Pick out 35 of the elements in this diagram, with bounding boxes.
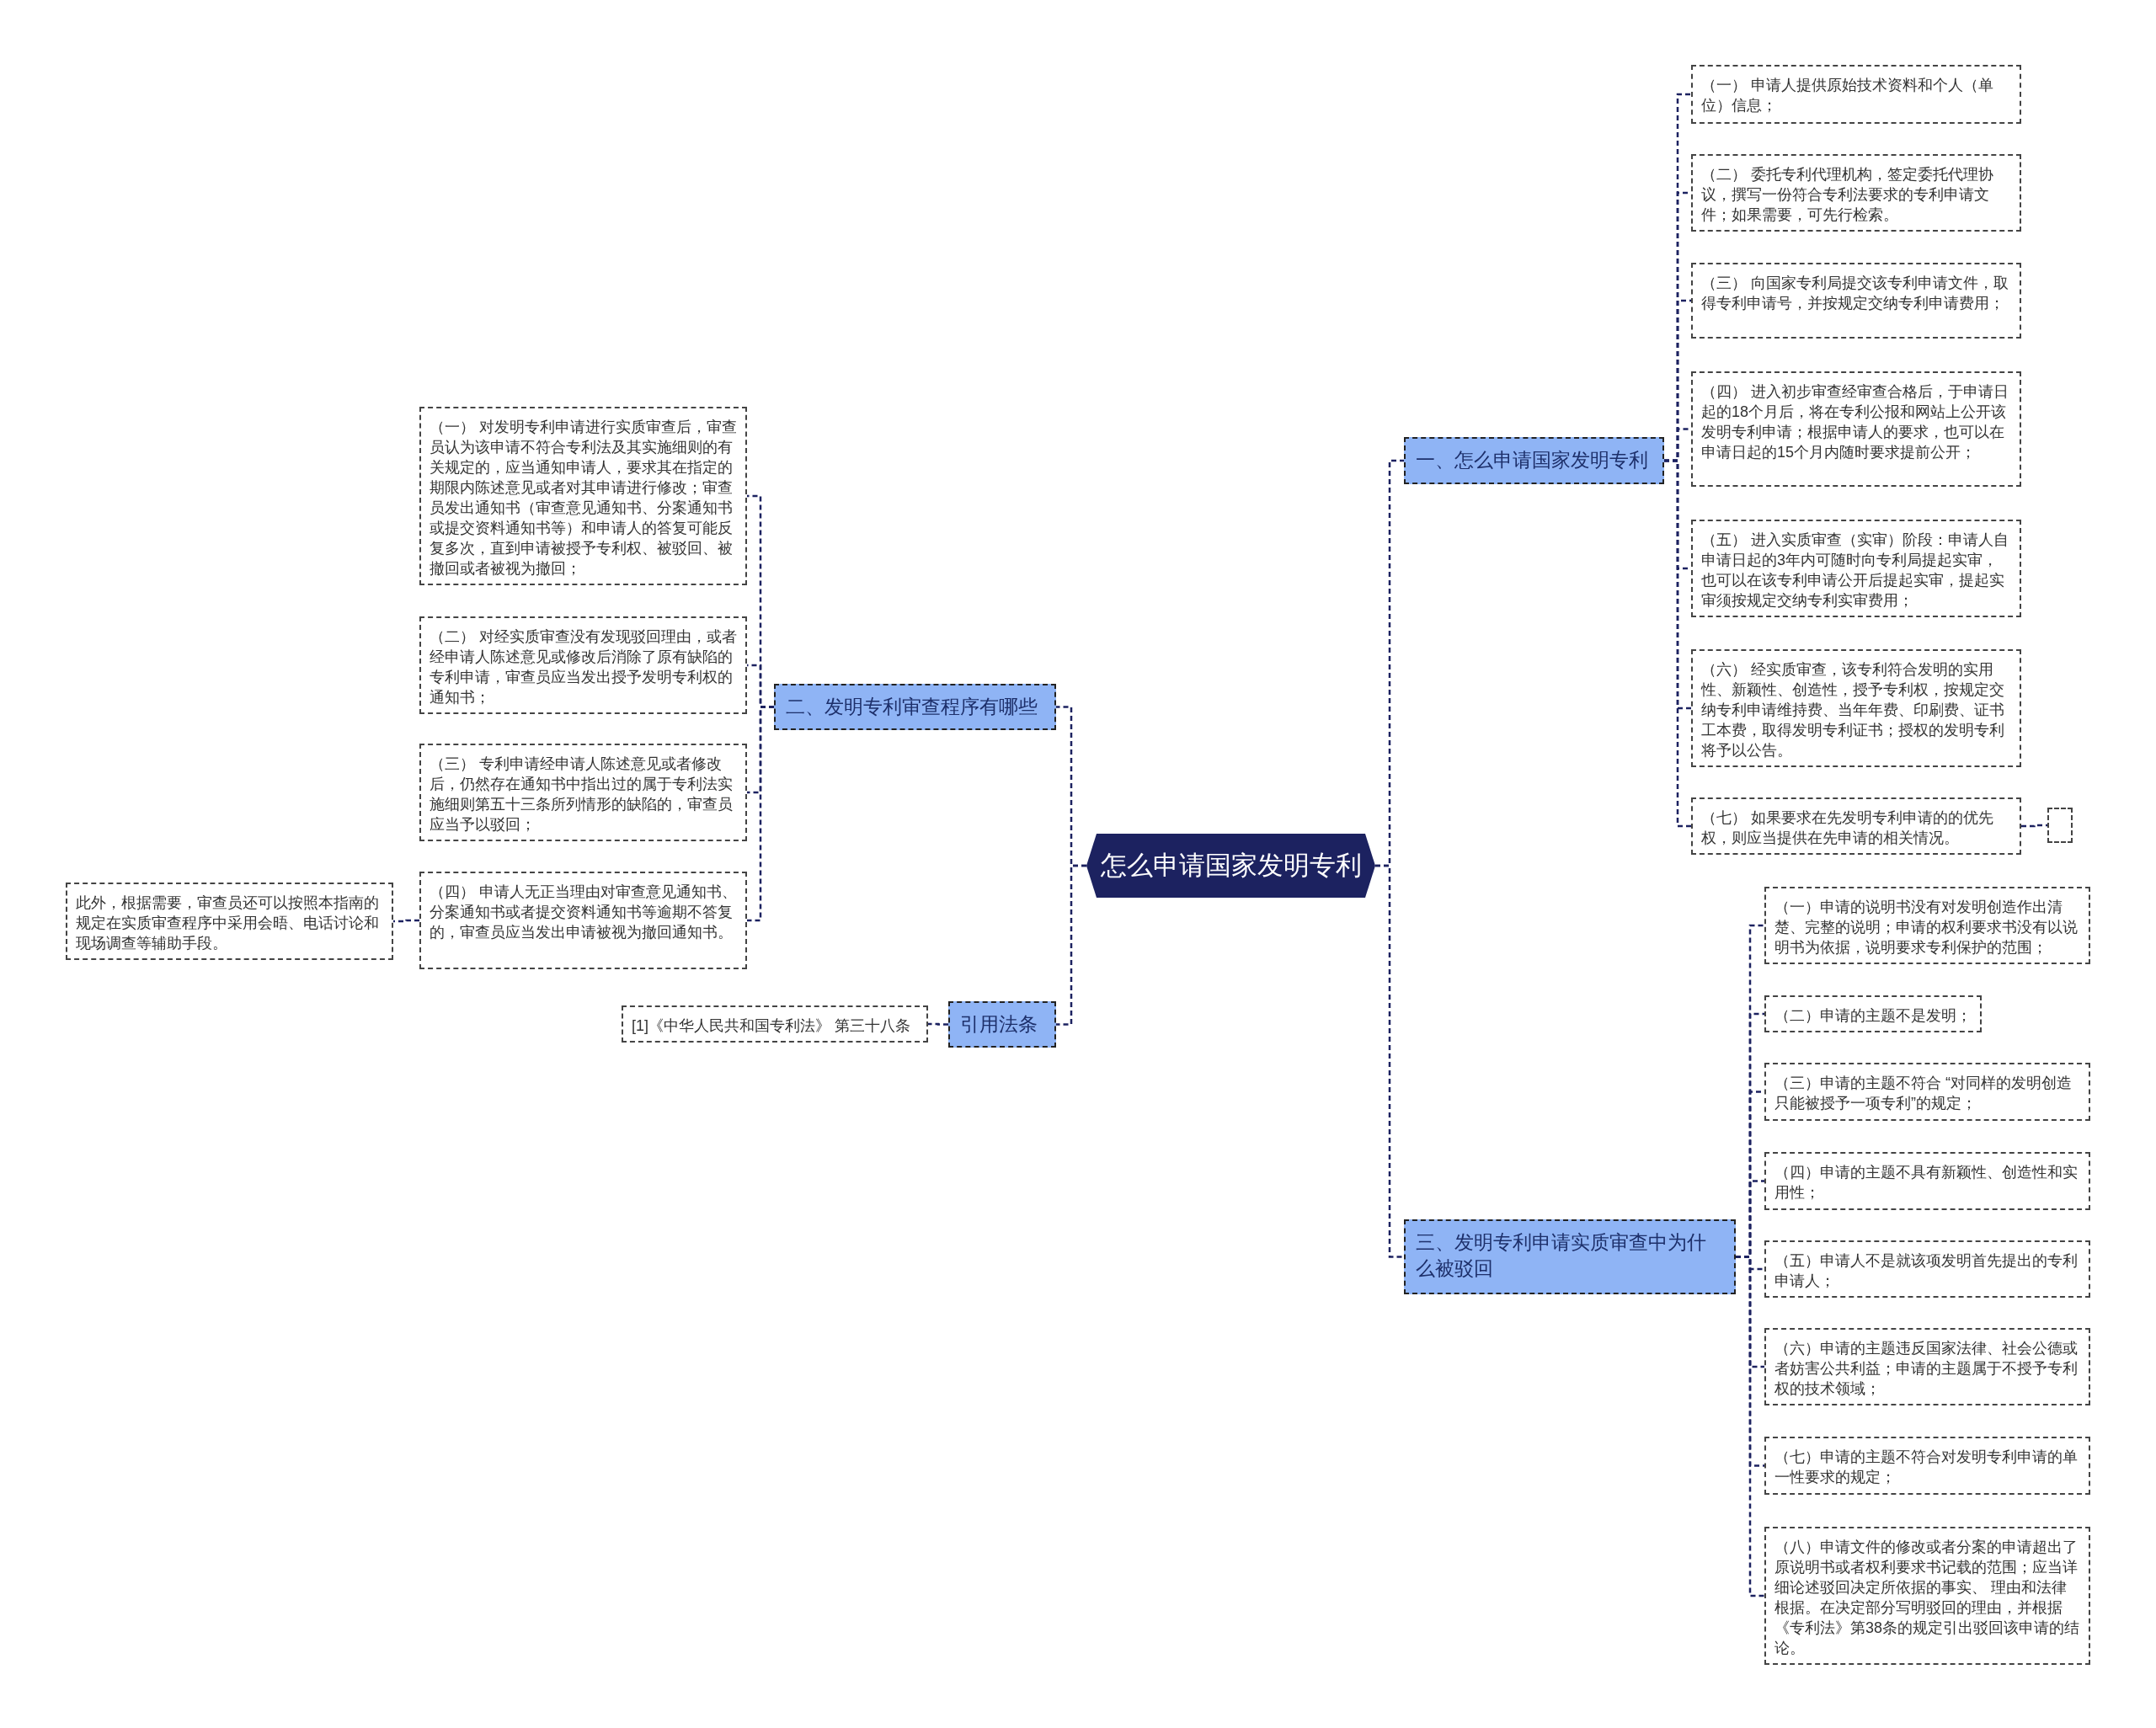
text-box: （五） 进入实质审查（实审）阶段：申请人自申请日起的3年内可随时向专利局提起实审，也可以在该专利申请公开后提起实审，提起实审须按规定交纳专利实审费用； [1691,520,2021,617]
connector-line [1056,864,1086,1026]
connector-line [393,919,419,923]
text-box: （二） 委托专利代理机构，签定委托代理协议，撰写一份符合专利法要求的专利申请文件；如果需要，可先行检索。 [1691,154,2021,232]
text-box: （五）申请人不是就该项发明首先提出的专利申请人； [1764,1240,2090,1298]
text-box: （七） 如果要求在先发明专利申请的的优先权，则应当提供在先申请的相关情况。 [1691,797,2021,855]
connector-line [1736,1256,1764,1597]
text-box: （八）申请文件的修改或者分案的申请超出了原说明书或者权利要求书记载的范围；应当详细论述驳回决定所依据的事实、 理由和法律根据。在决定部分写明驳回的理由，并根据《专利法》第38条的规定引出驳回该申请的结论。 [1764,1527,2090,1665]
text-box: （六） 经实质审查，该专利符合发明的实用性、新颖性、创造性，授予专利权，按规定交纳专利申请维持费、当年年费、印刷费、证书工本费，取得发明专利证书；授权的发明专利将予以公告。 [1691,649,2021,767]
text-box: （一） 对发明专利申请进行实质审查后，审查员认为该申请不符合专利法及其实施细则的有关规定的，应当通知申请人，要求其在指定的期限内陈述意见或者对其申请进行修改；审查员发出通知书（审查意见通知书、分案通知书或提交资料通知书等）和申请人的答复可能反复多次，直到申请被授予专利权、被驳回、被撤回或者被视为撤回； [419,407,747,585]
text-box: （二）申请的主题不是发明； [1764,995,1982,1032]
text-box: （二） 对经实质审查没有发现驳回理由，或者经申请人陈述意见或修改后消除了原有缺陷的专利申请，审查员应当发出授予发明专利权的通知书； [419,616,747,714]
text-box: （三） 向国家专利局提交该专利申请文件，取得专利申请号，并按规定交纳专利申请费用； [1691,263,2021,339]
text-box: 此外，根据需要，审查员还可以按照本指南的规定在实质审查程序中采用会晤、电话讨论和现场调查等辅助手段。 [66,883,393,960]
text-box: （三） 专利申请经申请人陈述意见或者修改后，仍然存在通知书中指出过的属于专利法实施细则第五十三条所列情形的缺陷的，审查员应当予以驳回； [419,744,747,841]
connector-line [928,1022,948,1026]
text-box: （七）申请的主题不符合对发明专利申请的单一性要求的规定； [1764,1437,2090,1495]
text-box: （六）申请的主题违反国家法律、社会公德或者妨害公共利益；申请的主题属于不授予专利权的技术领域； [1764,1328,2090,1405]
text-box: [1]《中华人民共和国专利法》 第三十八条 [622,1005,928,1043]
text-box: （一）申请的说明书没有对发明创造作出清楚、完整的说明；申请的权利要求书没有以说明书为依据，说明要求专利保护的范围； [1764,887,2090,964]
branch-topic-box: 引用法条 [948,1001,1056,1048]
text-box: （四）申请的主题不具有新颖性、创造性和实用性； [1764,1152,2090,1210]
text-box: （三）申请的主题不符合 “对同样的发明创造只能被授予一项专利”的规定； [1764,1063,2090,1121]
branch-topic-box: 三、发明专利申请实质审查中为什么被驳回 [1404,1219,1736,1294]
connector-line [1375,864,1404,1258]
branch-topic-box: 一、怎么申请国家发明专利 [1404,437,1664,484]
connector-line [2021,824,2047,828]
text-box: （四） 进入初步审查经审查合格后，于申请日起的18个月后，将在专利公报和网站上公开该发明专利申请；根据申请人的要求，也可以在申请日起的15个月内随时要求提前公开； [1691,371,2021,487]
connector-line [1664,459,1691,828]
connector-line [747,706,774,922]
branch-topic-box: 二、发明专利审查程序有哪些 [774,684,1056,730]
text-box: （四） 申请人无正当理由对审查意见通知书、分案通知书或者提交资料通知书等逾期不答复的，审查员应当发出申请被视为撤回通知书。 [419,872,747,969]
central-topic-box: 怎么申请国家发明专利 [1086,834,1375,898]
empty-box [2047,808,2073,843]
text-box: （一） 申请人提供原始技术资料和个人（单位）信息； [1691,65,2021,124]
